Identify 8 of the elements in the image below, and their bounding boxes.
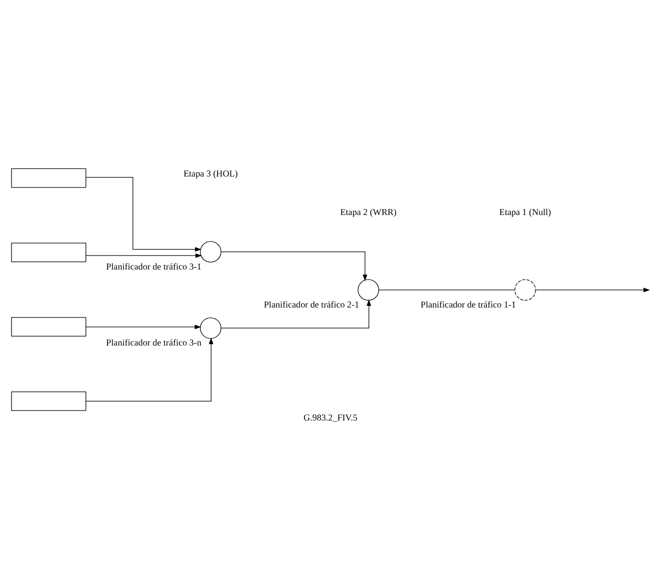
node-label: Planificador de tráfico 1-1 (420, 299, 516, 310)
label: Etapa 3 (HOL) (184, 168, 238, 178)
label: Etapa 1 (Null) (499, 206, 552, 216)
node-label: Planificador de tráfico 2-1 (264, 299, 360, 310)
label: Etapa 2 (WRR) (340, 206, 397, 216)
node-label: Planificador de tráfico 3-1 (106, 260, 202, 271)
node-label: Planificador de tráfico 3-n (106, 337, 202, 348)
caption: G.983.2_FIV.5 (304, 412, 358, 422)
